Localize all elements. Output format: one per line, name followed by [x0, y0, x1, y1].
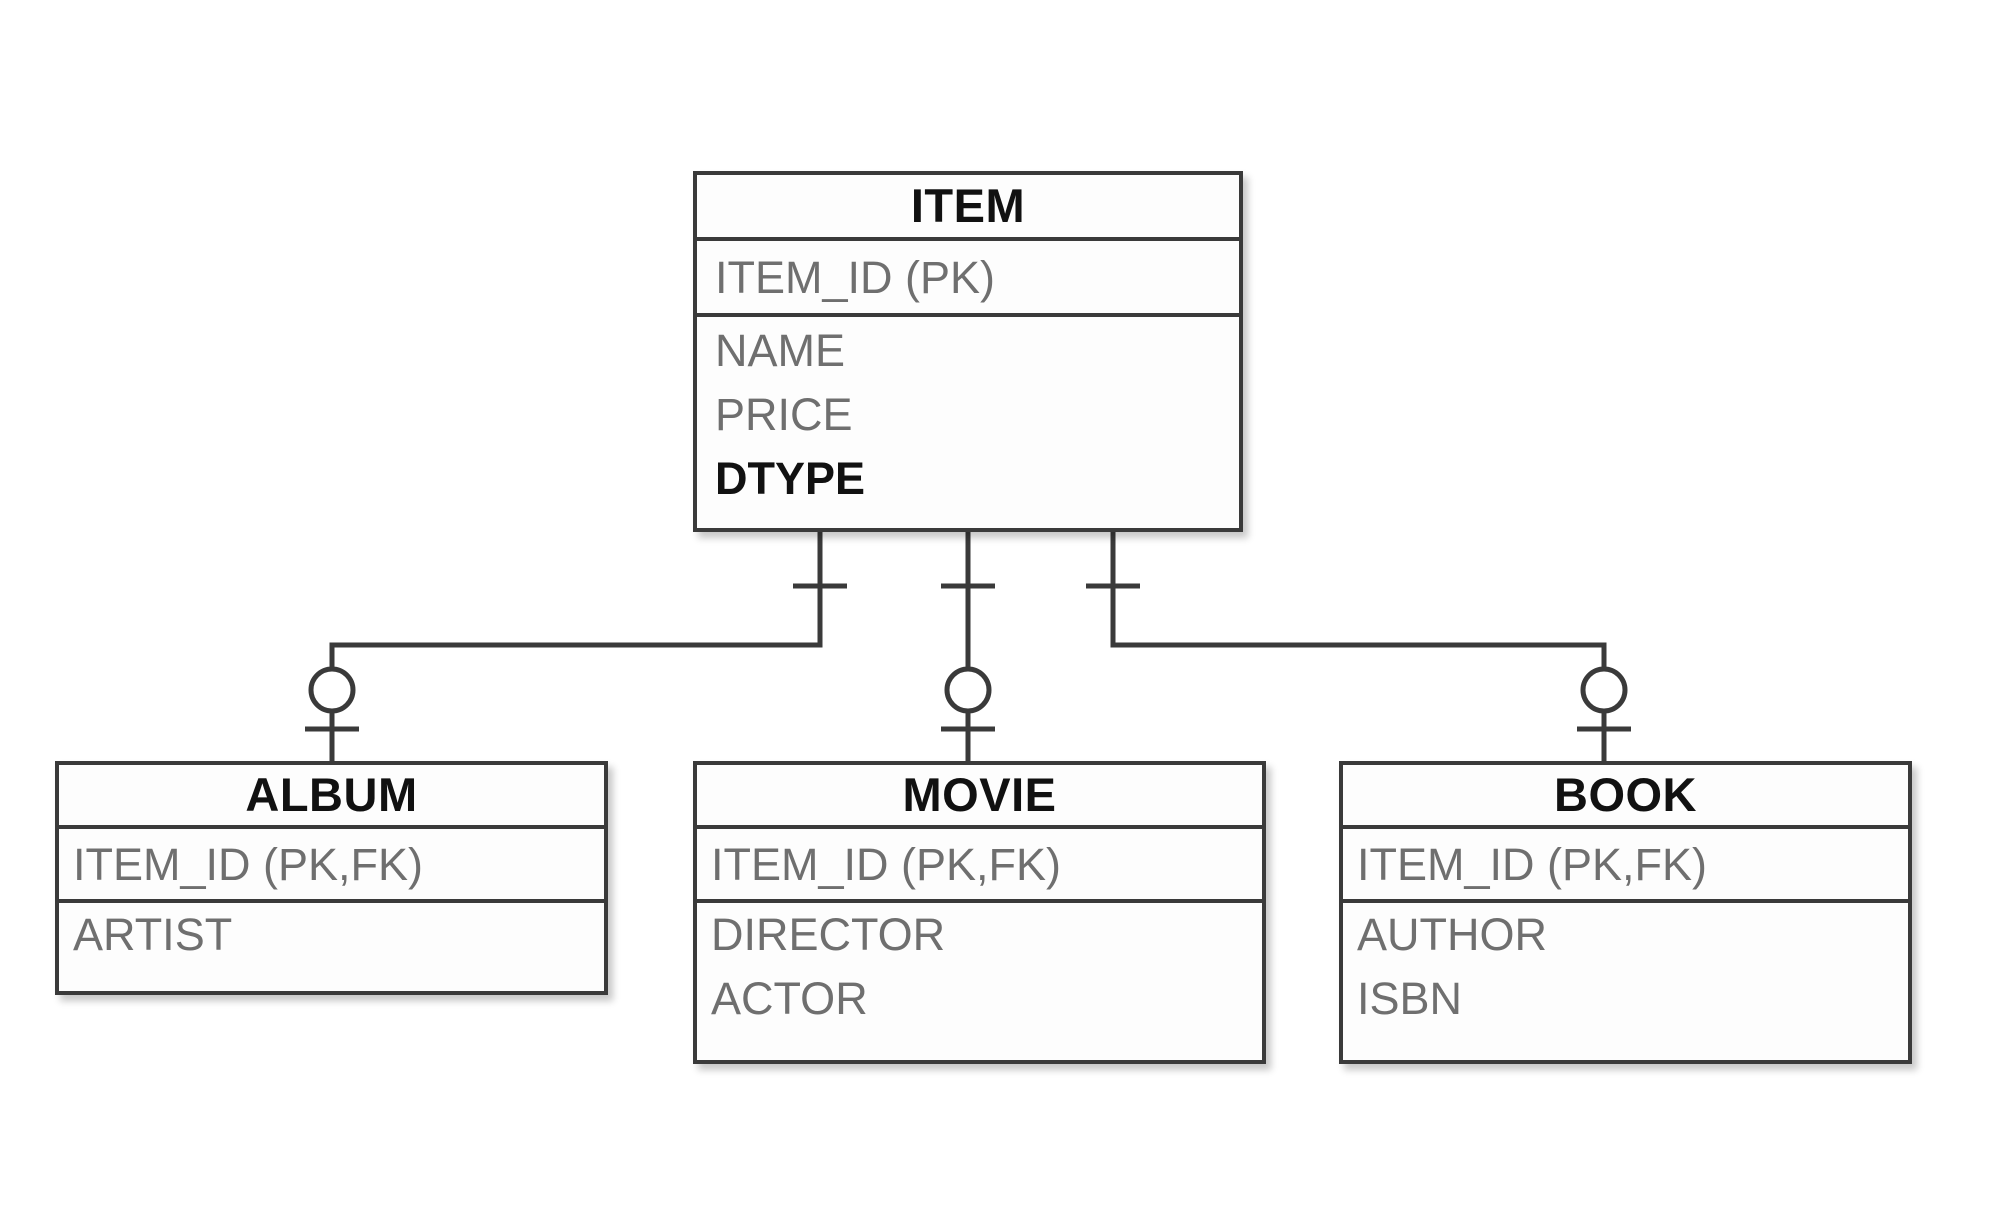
- attribute-price: PRICE: [715, 389, 853, 440]
- attribute-dtype-discriminator: DTYPE: [715, 453, 866, 504]
- attribute-actor: ACTOR: [711, 973, 868, 1024]
- entity-item-title: ITEM: [697, 175, 1239, 241]
- connector-item-book: [1086, 532, 1631, 761]
- entity-item-primary-key: ITEM_ID (PK): [697, 241, 1239, 317]
- entity-movie-attributes: DIRECTOR ACTOR: [697, 903, 1262, 1031]
- connector-item-movie: [941, 532, 995, 761]
- entity-album-attributes: ARTIST: [59, 903, 604, 967]
- entity-book-attributes: AUTHOR ISBN: [1343, 903, 1908, 1031]
- entity-album-primary-key: ITEM_ID (PK,FK): [59, 829, 604, 903]
- entity-item[interactable]: ITEM ITEM_ID (PK) NAME PRICE DTYPE: [693, 171, 1243, 532]
- entity-movie[interactable]: MOVIE ITEM_ID (PK,FK) DIRECTOR ACTOR: [693, 761, 1266, 1064]
- entity-book-title: BOOK: [1343, 765, 1908, 829]
- attribute-name: NAME: [715, 325, 846, 376]
- entity-movie-primary-key: ITEM_ID (PK,FK): [697, 829, 1262, 903]
- entity-book-primary-key: ITEM_ID (PK,FK): [1343, 829, 1908, 903]
- entity-album[interactable]: ALBUM ITEM_ID (PK,FK) ARTIST: [55, 761, 608, 995]
- attribute-author: AUTHOR: [1357, 909, 1547, 960]
- entity-item-attributes: NAME PRICE DTYPE: [697, 317, 1239, 511]
- entity-album-title: ALBUM: [59, 765, 604, 829]
- attribute-director: DIRECTOR: [711, 909, 946, 960]
- connector-item-album: [305, 532, 847, 761]
- attribute-artist: ARTIST: [73, 909, 233, 960]
- cardinality-zero-circle-item-book: [1580, 666, 1628, 714]
- attribute-isbn: ISBN: [1357, 973, 1463, 1024]
- cardinality-zero-circle-item-album: [308, 666, 356, 714]
- entity-movie-title: MOVIE: [697, 765, 1262, 829]
- cardinality-zero-circle-item-movie: [944, 666, 992, 714]
- entity-book[interactable]: BOOK ITEM_ID (PK,FK) AUTHOR ISBN: [1339, 761, 1912, 1064]
